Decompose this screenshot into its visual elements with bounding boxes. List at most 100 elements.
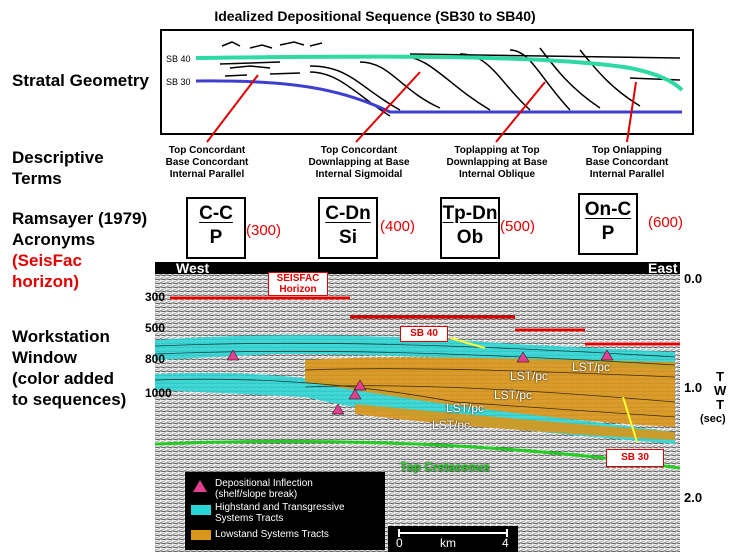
lowstand-legend-swatch (191, 530, 211, 540)
ramsayer-line1: Ramsayer (1979) (12, 209, 148, 228)
legend-item-inflection: Depositional Inflection (shelf/slope bre… (215, 478, 313, 500)
seisfac-horizon-line1: SEISFAC (276, 273, 320, 284)
term-2-line1: Top Concordant (320, 145, 398, 156)
twt-t1: T (716, 369, 725, 384)
seismic-section (155, 262, 680, 552)
acronym-box-1: C-C P (186, 197, 246, 259)
legend-item2-line2: Systems Tracts (215, 513, 284, 524)
lst-label-5: LST/pc (432, 418, 471, 432)
scale-zero: 0 (396, 536, 403, 550)
lst-label-2: LST/pc (572, 360, 611, 374)
acronym-1-bottom: P (209, 227, 223, 248)
twt-label: T W T (714, 370, 726, 412)
term-4-line2: Base Concordant (585, 157, 669, 168)
acronym-1-top: C-C (199, 203, 233, 224)
twt-t2: T (716, 397, 725, 412)
term-1-line1: Top Concordant (168, 145, 246, 156)
descriptive-line2: Terms (12, 169, 62, 188)
scale-bar: 0 km 4 (388, 526, 518, 552)
acronym-box-2: C-Dn Si (318, 197, 378, 259)
acronym-4-bottom: P (601, 223, 615, 244)
descriptive-line1: Descriptive (12, 148, 104, 167)
lowstand-band-1 (305, 357, 675, 427)
scale-unit: km (440, 536, 456, 550)
stratal-geometry-label: Stratal Geometry (12, 71, 149, 90)
highstand-legend-swatch (191, 505, 211, 515)
lowstand-band-2 (355, 404, 675, 440)
west-label: West (176, 260, 210, 276)
term-2: Top Concordant Downlapping at Base Inter… (284, 145, 434, 181)
ramsayer-line2: Acronyms (12, 230, 96, 249)
workstation-window-label: Workstation Window (color added to seque… (12, 326, 126, 410)
lst-label-1: LST/pc (510, 369, 549, 383)
sb40-seismic-label: SB 40 (400, 326, 448, 342)
seisfac-line2: horizon) (12, 272, 80, 291)
term-1: Top Concordant Base Concordant Internal … (132, 145, 282, 181)
acronym-2-top: C-Dn (325, 203, 371, 224)
seisfac-horizon-line2: Horizon (279, 284, 317, 295)
sb30-line (195, 79, 682, 114)
scale-four: 4 (502, 536, 509, 550)
seisfac-horizon-label: SEISFAC Horizon (268, 272, 328, 296)
term-2-line2: Downlapping at Base (308, 157, 410, 168)
acronym-3-bottom: Ob (456, 227, 484, 248)
inflection-markers (226, 349, 614, 415)
term-3-line1: Toplapping at Top (454, 145, 540, 156)
parallel-reflectors (219, 41, 323, 77)
scale-tick-left (398, 529, 400, 537)
term-2-line3: Internal Sigmoidal (315, 169, 403, 180)
horizon-label-300: 300 (145, 290, 166, 304)
clinoforms (309, 47, 681, 117)
sb30-diagram-label: SB 30 (166, 77, 191, 87)
twt-w: W (714, 383, 727, 398)
horizon-300: (300) (246, 222, 282, 239)
workstation-line4: to sequences) (12, 390, 127, 409)
horizon-label-500: 500 (145, 321, 166, 335)
lst-label-4: LST/pc (446, 401, 485, 415)
time-tick-1: 1.0 (684, 380, 703, 395)
acronym-2-bottom: Si (339, 227, 357, 248)
horizon-600: (600) (648, 214, 684, 231)
inflection-legend-icon (193, 480, 207, 492)
term-1-line3: Internal Parallel (169, 169, 245, 180)
acronym-box-3: Tp-Dn Ob (440, 197, 500, 259)
term-3-line3: Internal Oblique (458, 169, 536, 180)
sb40-line (195, 54, 684, 92)
top-cretaceous-line (155, 439, 680, 470)
sb40-pointer (449, 337, 486, 349)
horizon-500: (500) (500, 218, 536, 235)
horizon-label-800: 800 (145, 352, 166, 366)
time-tick-2: 2.0 (684, 490, 703, 505)
term-4: Top Onlapping Base Concordant Internal P… (552, 145, 702, 181)
legend-item-highstand: Highstand and Transgressive Systems Trac… (215, 502, 345, 524)
term-3: Toplapping at Top Downlapping at Base In… (422, 145, 572, 181)
seisfac-line1: (SeisFac (12, 251, 82, 270)
workstation-line2: Window (12, 348, 77, 367)
legend-item1-line2: (shelf/slope break) (215, 489, 298, 500)
lst-label-3: LST/pc (494, 388, 533, 402)
term-1-line2: Base Concordant (165, 157, 249, 168)
term-3-line2: Downlapping at Base (446, 157, 548, 168)
acronym-box-4: On-C P (578, 193, 638, 255)
scale-tick-right (506, 529, 508, 537)
acronym-4-top: On-C (584, 199, 632, 220)
legend-item-lowstand: Lowstand Systems Tracts (215, 529, 329, 540)
seismic-top-bar (155, 262, 680, 274)
horizon-400: (400) (380, 218, 416, 235)
east-label: East (648, 260, 678, 276)
horizon-label-1000: 1000 (145, 386, 172, 400)
legend: Depositional Inflection (shelf/slope bre… (185, 472, 385, 550)
workstation-line1: Workstation (12, 327, 110, 346)
legend-item2-line1: Highstand and Transgressive (215, 502, 345, 513)
term-4-line1: Top Onlapping (592, 145, 662, 156)
ramsayer-acronyms-label: Ramsayer (1979) Acronyms (SeisFac horizo… (12, 208, 147, 292)
acronym-3-top: Tp-Dn (442, 203, 498, 224)
stratal-geometry-diagram: SB 40 SB 30 (160, 29, 694, 135)
workstation-line3: (color added (12, 369, 115, 388)
top-cretaceous-label: Top Cretaceous (400, 460, 490, 474)
sb30-seismic-label: SB 30 (606, 449, 664, 467)
term-4-line3: Internal Parallel (589, 169, 665, 180)
reflectors (155, 342, 676, 418)
sb30-pointer (622, 396, 638, 443)
